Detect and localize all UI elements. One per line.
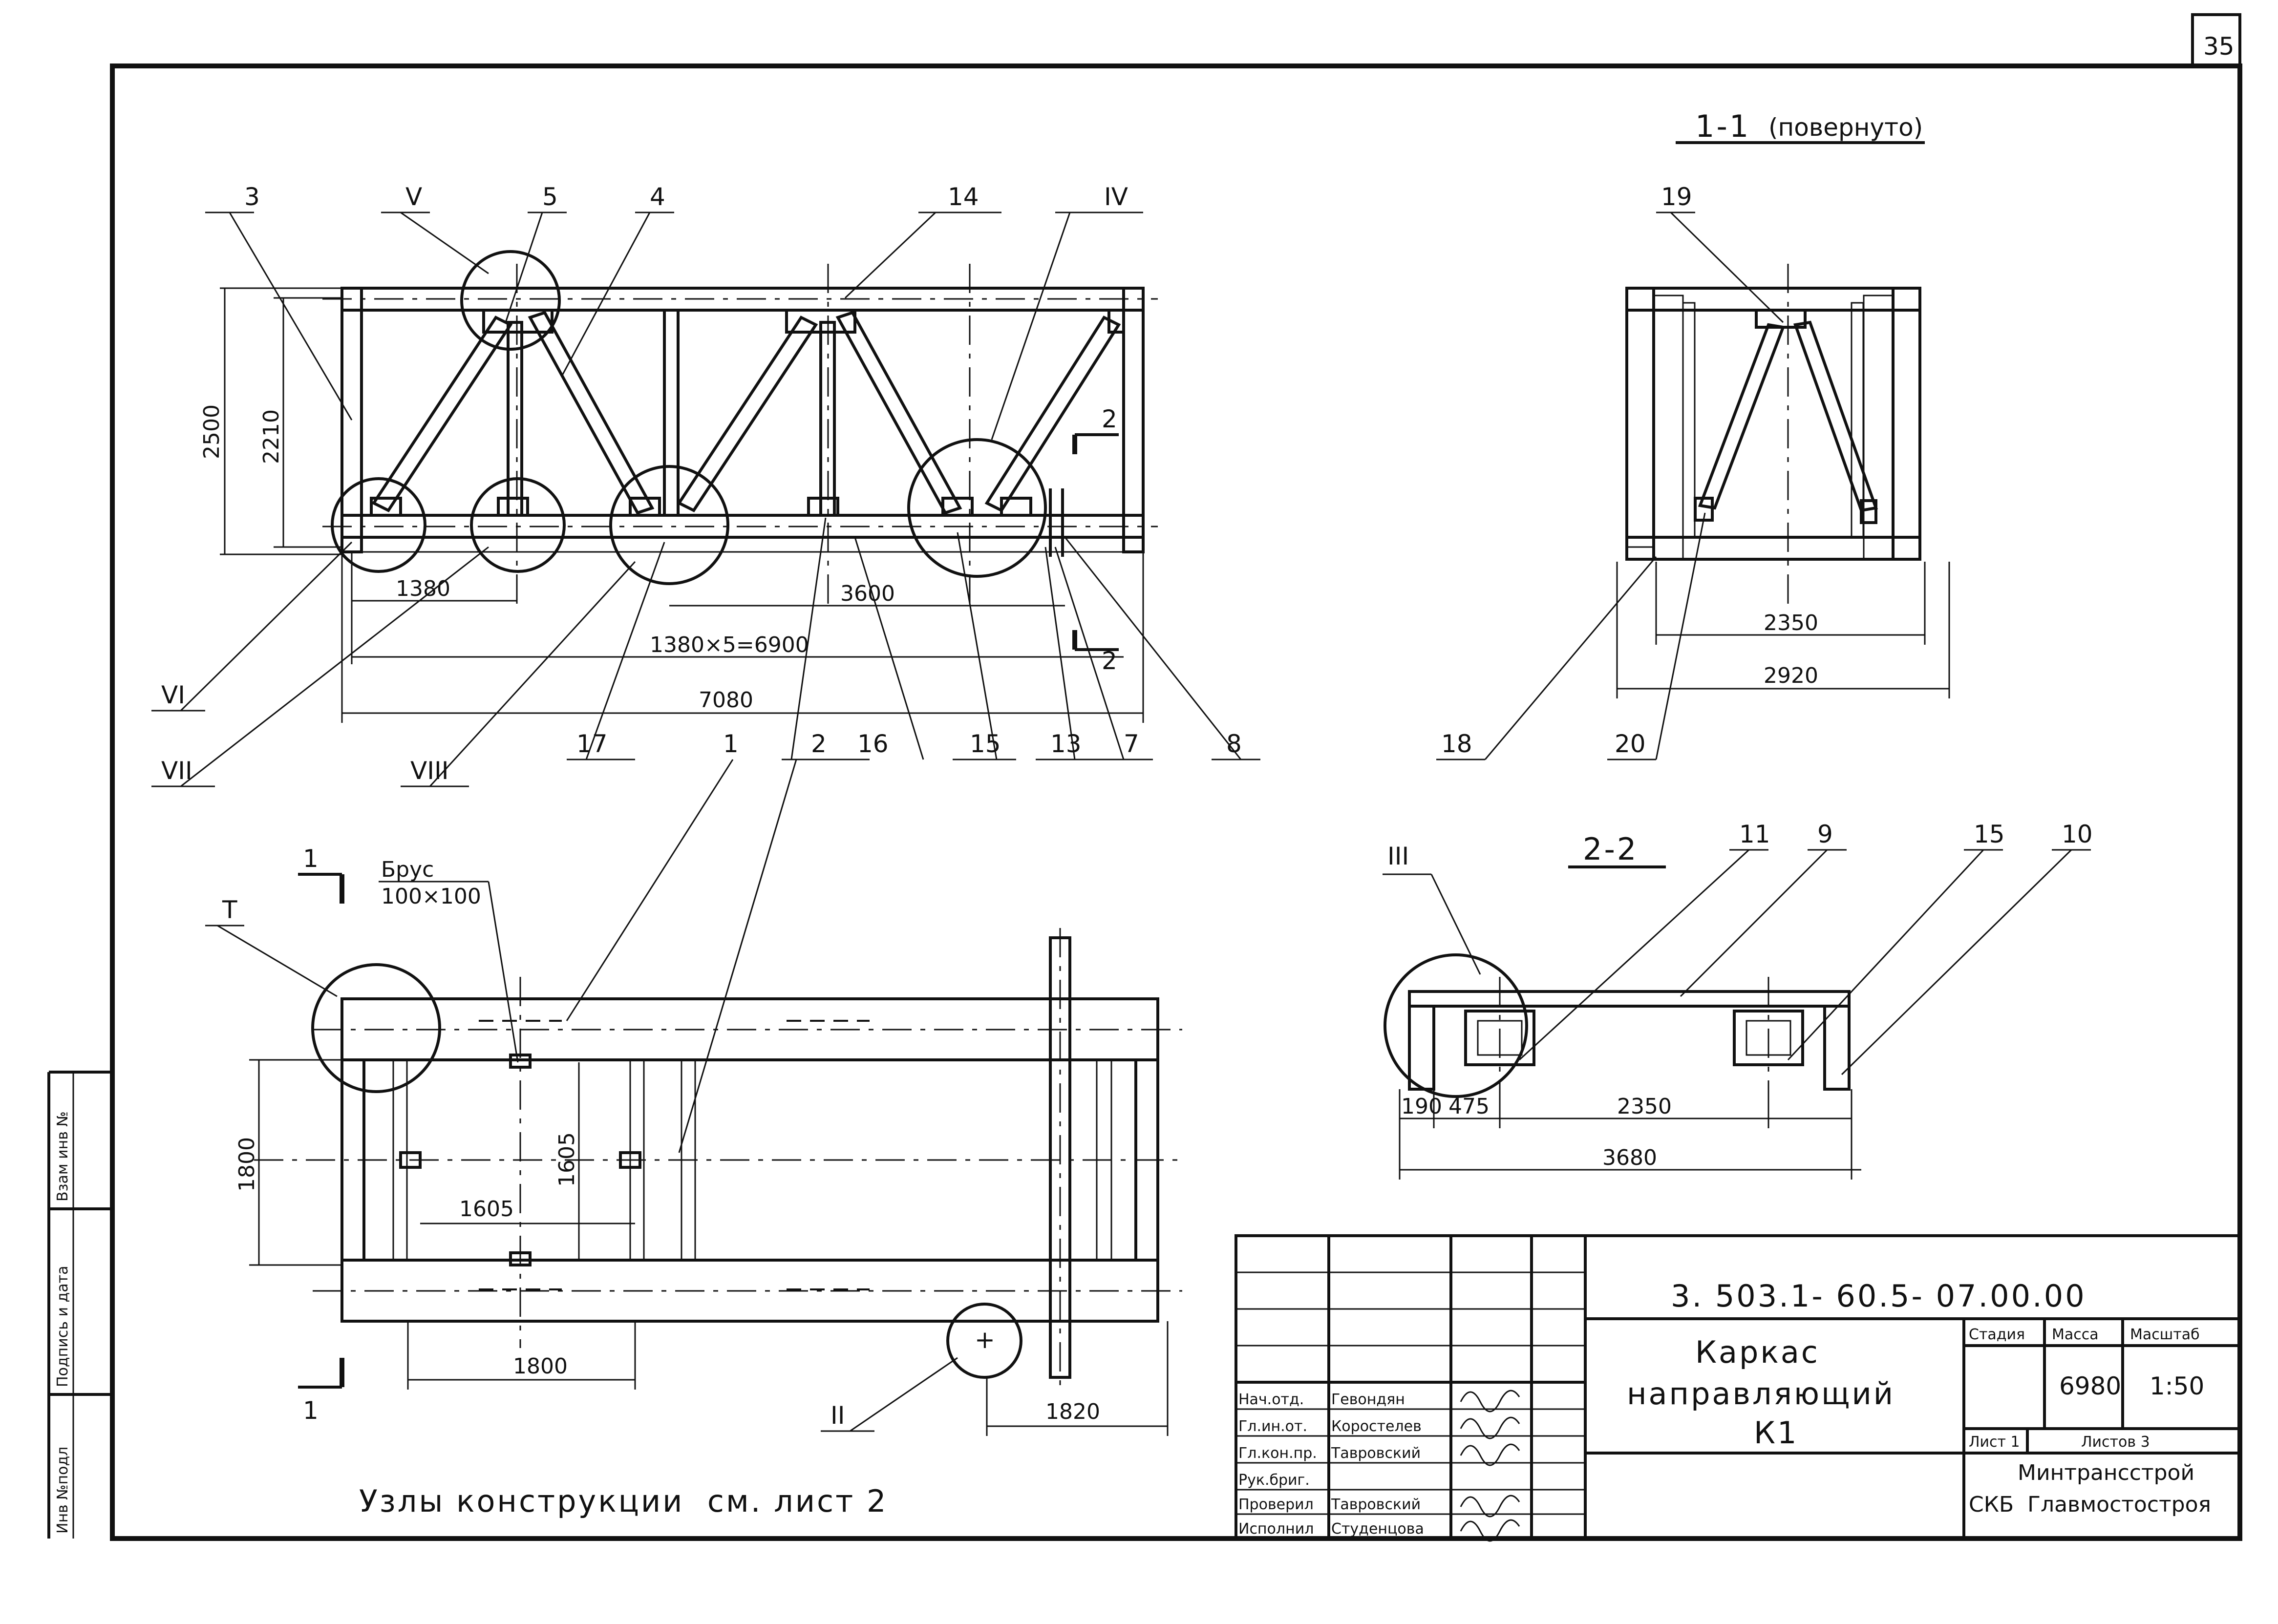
col-stage: Стадия <box>1969 1326 2025 1343</box>
callout-20: 20 <box>1615 730 1646 758</box>
plan-dimensions <box>205 759 1169 1436</box>
sheet-index: Лист 1 <box>1969 1434 2020 1451</box>
callout-5: 5 <box>542 183 558 211</box>
org-line1: Минтрансстрой <box>2018 1460 2194 1485</box>
section-1-1-note: (повернуто) <box>1768 113 1923 142</box>
drawing-code: 3. 503.1- 60.5- 07.00.00 <box>1671 1278 2086 1314</box>
callout-16: 16 <box>857 730 889 758</box>
section-1-1-title: 1-1 <box>1695 108 1750 144</box>
callout-node-vii: VII <box>161 757 192 785</box>
dim-7080: 7080 <box>699 688 753 713</box>
beam-note-line2: 100×100 <box>381 884 481 909</box>
margin-label-inv-podl: Инв №подл <box>54 1447 71 1534</box>
dim-2920: 2920 <box>1764 663 1818 688</box>
callout-13: 13 <box>1050 730 1082 758</box>
staff-name-1: Гевондян <box>1331 1391 1405 1408</box>
callout-17: 17 <box>576 730 608 758</box>
dim-475: 475 <box>1448 1094 1490 1119</box>
callout-8: 8 <box>1226 730 1242 758</box>
margin-label-replace-inv: Взам инв № <box>54 1111 71 1202</box>
elevation-dimensions <box>220 287 1144 723</box>
title-block <box>1235 1234 2241 1540</box>
callout-10: 10 <box>2062 820 2093 848</box>
callout-15: 15 <box>970 730 1001 758</box>
callout-node-t: T <box>222 896 237 924</box>
dim-2350-section: 2350 <box>1617 1094 1672 1119</box>
dim-1800-horizontal: 1800 <box>513 1354 568 1379</box>
callout-node-iii: III <box>1387 842 1409 870</box>
dim-2500: 2500 <box>199 404 224 459</box>
dim-3600: 3600 <box>840 581 895 606</box>
staff-name-6: Студенцова <box>1331 1520 1424 1538</box>
drawing-frame <box>47 13 2242 1541</box>
staff-role-2: Гл.ин.от. <box>1238 1418 1307 1435</box>
section-2-2-dimensions <box>1383 849 2091 1180</box>
note-nodes-reference: Узлы конструкции см. лист 2 <box>359 1483 888 1519</box>
callout-node-iv: IV <box>1104 183 1128 211</box>
signatures <box>1460 1390 1520 1542</box>
section-1-1-dimensions <box>1436 211 1950 760</box>
scale-value: 1:50 <box>2150 1372 2204 1400</box>
drawing-name-line2: направляющий <box>1627 1376 1895 1412</box>
staff-role-6: Исполнил <box>1238 1520 1314 1538</box>
callout-2: 2 <box>811 730 827 758</box>
section-2-2-title: 2-2 <box>1583 831 1638 867</box>
staff-role-4: Рук.бриг. <box>1238 1472 1310 1489</box>
cut-1-top: 1 <box>303 844 319 873</box>
callout-9: 9 <box>1817 820 1833 848</box>
section-2-2-view <box>1384 953 1851 1104</box>
staff-role-1: Нач.отд. <box>1238 1391 1304 1408</box>
dim-1820: 1820 <box>1045 1399 1100 1424</box>
callout-4: 4 <box>650 183 665 211</box>
cut-2-bot: 2 <box>1102 647 1117 675</box>
staff-name-5: Тавровский <box>1331 1496 1421 1513</box>
callout-node-ii: II <box>830 1401 845 1430</box>
staff-name-3: Тавровский <box>1331 1445 1421 1462</box>
callout-19: 19 <box>1661 183 1692 211</box>
staff-role-3: Гл.кон.пр. <box>1238 1445 1317 1462</box>
sheet-number: 35 <box>2203 32 2235 61</box>
dim-2350: 2350 <box>1764 611 1818 635</box>
drawing-name-line1: Каркас <box>1695 1334 1820 1370</box>
dim-190: 190 <box>1401 1094 1442 1119</box>
staff-name-2: Коростелев <box>1331 1418 1422 1435</box>
cut-2-top: 2 <box>1102 405 1117 433</box>
callout-7: 7 <box>1124 730 1139 758</box>
margin-label-signature: Подпись и дата <box>54 1266 71 1388</box>
plan-node-mark: + <box>975 1326 995 1354</box>
frame-plan: + <box>254 928 1182 1392</box>
beam-note-line1: Брус <box>381 857 434 882</box>
drawing-name-line3: К1 <box>1754 1415 1798 1451</box>
elevation-leaders <box>151 211 1260 787</box>
col-scale: Масштаб <box>2130 1326 2200 1343</box>
callout-15-section: 15 <box>1974 820 2005 848</box>
callout-3: 3 <box>244 183 260 211</box>
frame-elevation <box>322 250 1158 611</box>
callout-18: 18 <box>1441 730 1472 758</box>
dim-3680: 3680 <box>1602 1145 1657 1170</box>
dim-1605-vertical: 1605 <box>554 1132 579 1187</box>
col-mass: Масса <box>2052 1326 2099 1343</box>
sheets-total: Листов 3 <box>2081 1434 2150 1451</box>
dim-6900: 1380×5=6900 <box>650 633 809 657</box>
callout-11: 11 <box>1739 820 1770 848</box>
callout-node-v: V <box>405 183 422 211</box>
dim-1605-horizontal: 1605 <box>459 1197 514 1222</box>
section-1-1-view <box>1625 264 1921 611</box>
callout-node-vi: VI <box>161 681 185 709</box>
mass-value: 6980 <box>2059 1372 2121 1400</box>
cut-1-bot: 1 <box>303 1396 319 1425</box>
callout-1: 1 <box>723 730 739 758</box>
callout-14: 14 <box>948 183 979 211</box>
callout-node-viii: VIII <box>410 757 448 785</box>
org-line2: СКБ Главмостостроя <box>1969 1492 2211 1517</box>
staff-role-5: Проверил <box>1238 1496 1314 1513</box>
dim-1800-vertical: 1800 <box>234 1137 259 1192</box>
dim-2210: 2210 <box>259 409 284 464</box>
